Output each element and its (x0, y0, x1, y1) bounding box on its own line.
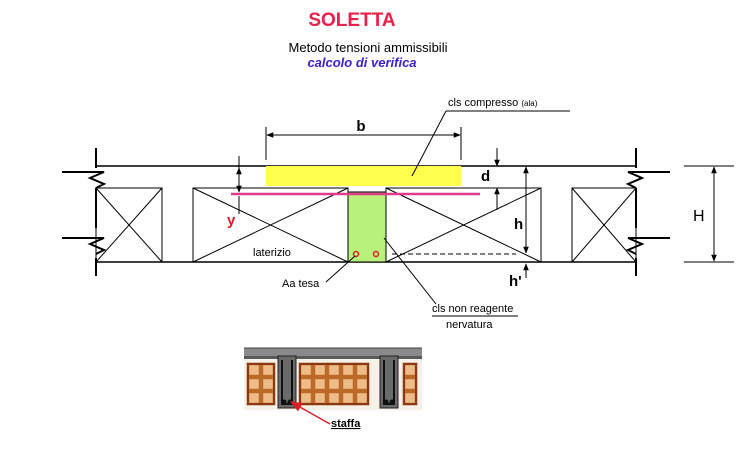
dim-b-label: b (356, 118, 365, 135)
label-cls-non-reagente: cls non reagente (432, 303, 513, 315)
section-illustration (244, 347, 422, 410)
dim-h-label: h (514, 216, 523, 233)
right-break-symbol (625, 148, 670, 276)
flange-compressed-concrete (266, 166, 461, 186)
label-staffa: staffa (331, 418, 361, 430)
subtitle-method: Metodo tensioni ammissibili (289, 40, 448, 55)
block-far-left (95, 187, 163, 263)
dim-hprime-label: h' (509, 273, 522, 290)
label-nervatura: nervatura (446, 319, 493, 331)
dim-y-label: y (227, 212, 236, 229)
subtitle-verification: calcolo di verifica (307, 55, 416, 70)
dim-H-label: H (693, 208, 705, 225)
tension-bar-right (372, 250, 380, 258)
block-far-right (571, 187, 637, 263)
label-cls-compresso: cls compresso (ala) (448, 97, 538, 109)
leader-cls-compresso (411, 110, 447, 177)
page-title: SOLETTA (308, 10, 396, 31)
leader-cls-non-reagente (383, 237, 437, 305)
dim-d-label: d (481, 168, 490, 185)
block-left (192, 187, 349, 263)
left-break-symbol (62, 148, 107, 276)
label-aa-tesa: Aa tesa (282, 278, 320, 290)
leader-aa-tesa (325, 255, 356, 283)
staffa-arrow (289, 401, 331, 425)
block-right (385, 187, 542, 263)
rib-nervatura (347, 191, 387, 263)
tension-bar-left (352, 250, 360, 258)
label-laterizio: laterizio (253, 247, 291, 259)
